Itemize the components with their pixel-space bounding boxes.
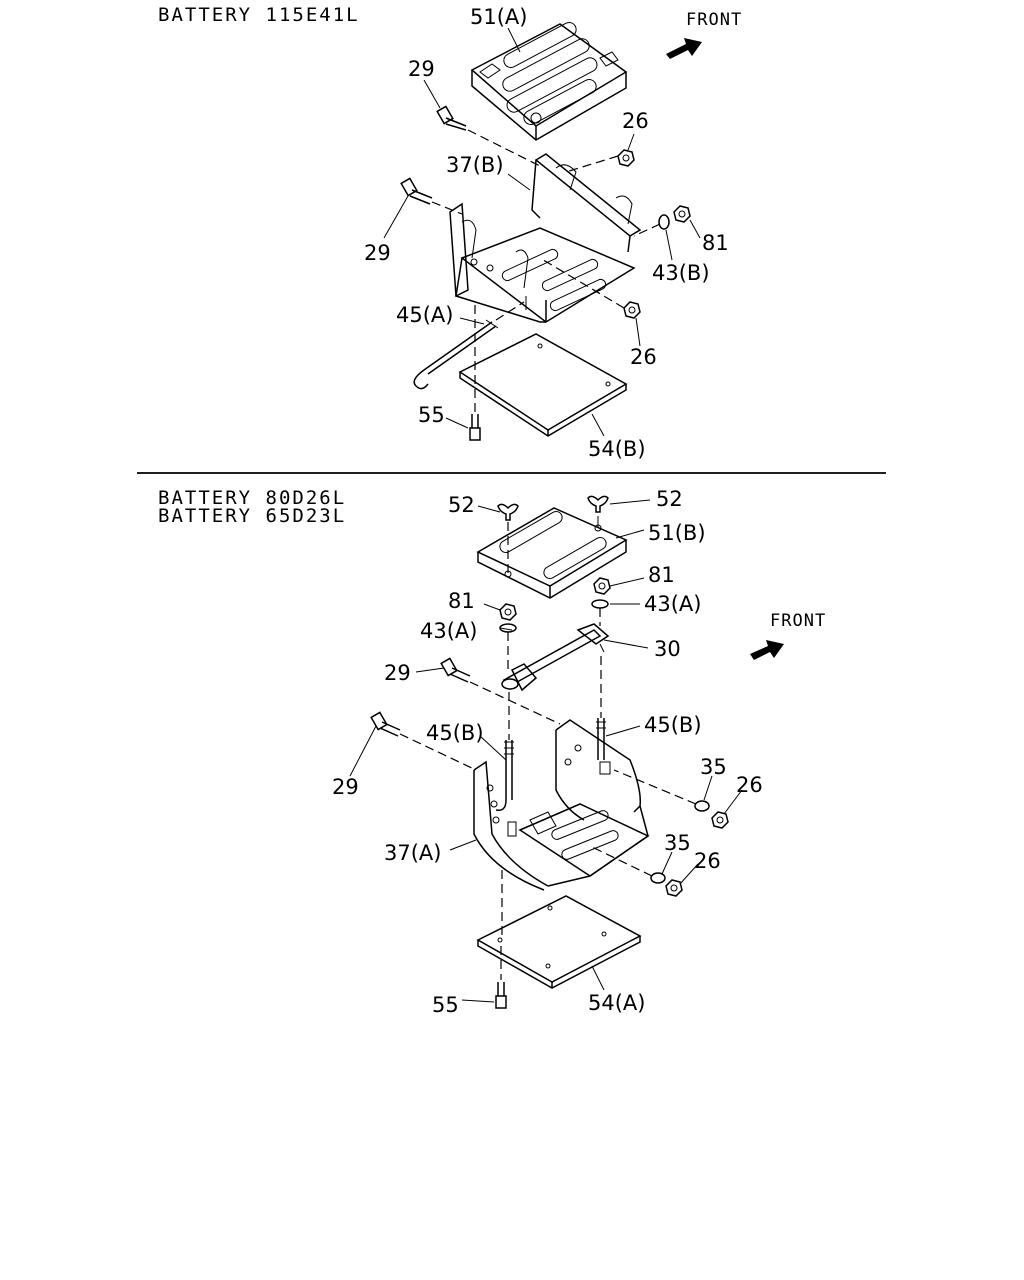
section2-heading-2: BATTERY 65D23L bbox=[158, 505, 347, 527]
callout-37a: 37(A) bbox=[384, 841, 441, 865]
front-label-2: FRONT bbox=[770, 611, 826, 631]
callout-29-section2-left: 29 bbox=[332, 775, 359, 799]
hook-bolt-45a bbox=[413, 301, 525, 390]
battery-tray-37b bbox=[449, 153, 642, 323]
nut-81-left bbox=[499, 603, 517, 621]
callout-55-upper: 55 bbox=[418, 403, 445, 427]
callout-81-right: 81 bbox=[648, 563, 675, 587]
callout-26-lower: 26 bbox=[630, 345, 657, 369]
bolt-55-lower bbox=[495, 946, 507, 1009]
callout-26-section2-lower: 26 bbox=[694, 849, 721, 873]
rod-45b-left bbox=[495, 692, 514, 812]
callout-30: 30 bbox=[654, 637, 681, 661]
callout-35-lower: 35 bbox=[664, 831, 691, 855]
section1-heading: BATTERY 115E41L bbox=[158, 4, 360, 26]
callout-54b: 54(B) bbox=[588, 437, 646, 461]
battery-cover-51a bbox=[470, 22, 628, 141]
leader-lines-section1 bbox=[383, 27, 701, 437]
callout-45b-left: 45(B) bbox=[426, 721, 484, 745]
front-label-1: FRONT bbox=[686, 10, 742, 30]
washer-43a-right bbox=[591, 599, 609, 626]
callout-45a: 45(A) bbox=[396, 303, 453, 327]
callout-29-section2-upper: 29 bbox=[384, 661, 411, 685]
callout-37b: 37(B) bbox=[446, 153, 504, 177]
section2-heading-1: BATTERY 80D26L bbox=[158, 487, 347, 509]
bolt-29-upper bbox=[436, 105, 541, 167]
callout-52-left: 52 bbox=[448, 493, 475, 517]
nut-81-upper bbox=[633, 205, 691, 237]
callout-26-section2-upper: 26 bbox=[736, 773, 763, 797]
callout-35-upper: 35 bbox=[700, 755, 727, 779]
front-arrow-icon bbox=[666, 38, 702, 59]
wing-nut-52-right bbox=[587, 495, 609, 528]
bolt-29-section2-upper bbox=[440, 657, 561, 725]
callout-29-upper: 29 bbox=[408, 57, 435, 81]
washer-43a-left bbox=[499, 623, 517, 672]
callout-52-right: 52 bbox=[656, 487, 683, 511]
bolt-55-upper bbox=[469, 300, 481, 441]
battery-tray-37a bbox=[473, 719, 650, 891]
washer-43b bbox=[658, 214, 670, 230]
washer-35-lower bbox=[589, 845, 666, 884]
nut-26-section2-lower bbox=[665, 879, 683, 897]
battery-cover-51b bbox=[476, 507, 628, 599]
callout-81-left: 81 bbox=[448, 589, 475, 613]
callout-29-left: 29 bbox=[364, 241, 391, 265]
clamp-bar-30 bbox=[501, 623, 610, 692]
callout-81-upper: 81 bbox=[702, 231, 729, 255]
callout-54a: 54(A) bbox=[588, 991, 645, 1015]
callout-45b-right: 45(B) bbox=[644, 713, 702, 737]
rod-45b-right bbox=[596, 656, 606, 760]
base-plate-54b bbox=[458, 333, 628, 437]
leader-lines-section2 bbox=[349, 499, 743, 1003]
front-arrow-icon bbox=[750, 640, 784, 660]
nut-26-section2-upper bbox=[711, 811, 729, 829]
callout-51b: 51(B) bbox=[648, 521, 706, 545]
callout-55-lower: 55 bbox=[432, 993, 459, 1017]
callout-26-upper: 26 bbox=[622, 109, 649, 133]
base-plate-54a bbox=[476, 870, 642, 989]
nut-26-lower bbox=[539, 257, 641, 319]
bolt-29-left bbox=[400, 177, 463, 215]
callout-43a-left: 43(A) bbox=[420, 619, 477, 643]
wing-nut-52-left bbox=[497, 503, 519, 574]
callout-43a-right: 43(A) bbox=[644, 592, 701, 616]
washer-35-upper bbox=[613, 769, 710, 812]
nut-81-right bbox=[593, 577, 611, 595]
nut-26-upper bbox=[565, 149, 635, 173]
callout-51a: 51(A) bbox=[470, 5, 527, 29]
callout-43b: 43(B) bbox=[652, 261, 710, 285]
bolt-29-section2-left bbox=[370, 711, 477, 771]
